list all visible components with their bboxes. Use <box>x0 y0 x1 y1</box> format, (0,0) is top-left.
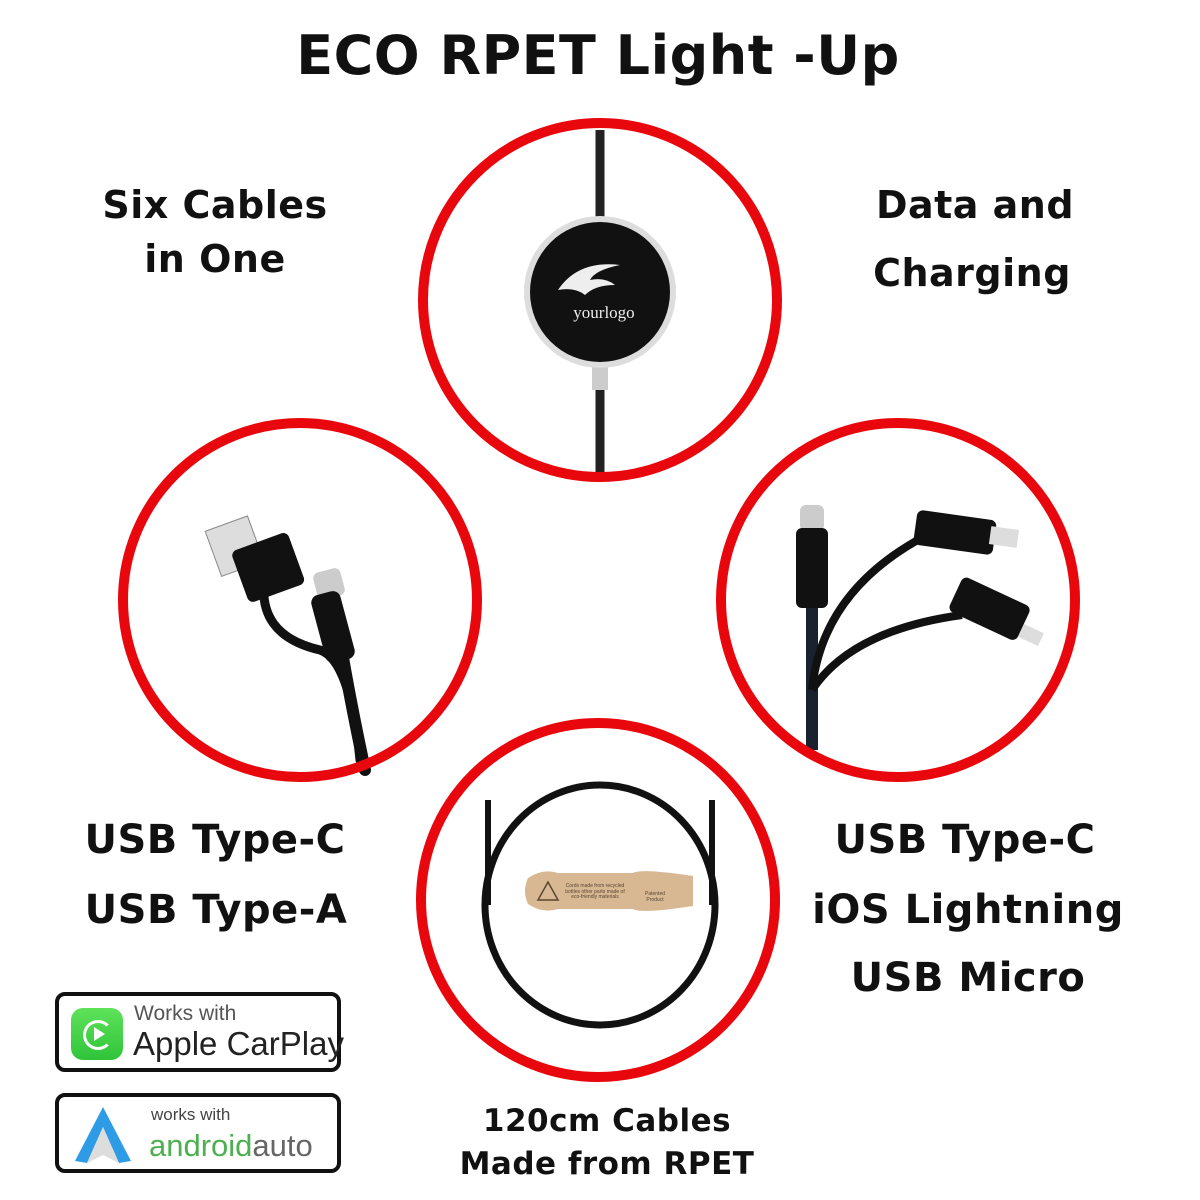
android-big-text: androidauto <box>149 1128 313 1163</box>
feature-six-cables-1: Six Cables <box>102 183 328 227</box>
rpet-tag <box>525 871 693 911</box>
carplay-ring-icon <box>83 1020 113 1050</box>
three-in-one-cable-photo <box>796 505 1044 750</box>
connector-left-2: USB Type-A <box>84 887 348 933</box>
feature-data-charging-1: Data and <box>875 183 1075 227</box>
feature-six-cables-2: in One <box>144 237 286 281</box>
connector-right-3: USB Micro <box>850 955 1086 1001</box>
ring-top <box>418 118 782 482</box>
recycle-icon <box>536 880 560 901</box>
feature-data-charging-2: Charging <box>873 251 1071 295</box>
connector-right-2: iOS Lightning <box>812 887 1124 933</box>
carplay-big-text: Apple CarPlay <box>133 1025 344 1062</box>
android-word: android <box>149 1128 253 1163</box>
android-small-text: works with <box>151 1105 231 1124</box>
tag-text: Cords made from recycled bottles other p… <box>565 883 625 900</box>
connector-right-1: USB Type-C <box>834 817 1096 863</box>
ring-right <box>716 418 1080 782</box>
eagle-logo-icon <box>558 264 620 295</box>
cable-length-1: 120cm Cables <box>482 1103 732 1139</box>
tag-patent: Patented Product <box>644 891 666 903</box>
logo-text: yourlogo <box>573 303 634 322</box>
connector-left-1: USB Type-C <box>84 817 346 863</box>
ring-bottom <box>416 718 780 1082</box>
android-auto-icon <box>75 1107 131 1163</box>
logo-cable-photo: yourlogo <box>524 130 676 475</box>
auto-word: auto <box>252 1128 313 1163</box>
carplay-small-text: Works with <box>134 1002 237 1025</box>
page-title: ECO RPET Light -Up <box>296 24 900 87</box>
usb-a-c-cable-photo <box>204 515 371 776</box>
cable-length-2: Made from RPET <box>459 1146 755 1182</box>
android-auto-badge: works with androidauto <box>55 1093 341 1173</box>
carplay-play-icon <box>94 1027 105 1041</box>
coiled-cable-photo <box>481 781 719 1029</box>
carplay-badge: Works with Apple CarPlay <box>55 992 344 1072</box>
carplay-icon <box>71 1008 123 1060</box>
ring-left <box>118 418 482 782</box>
